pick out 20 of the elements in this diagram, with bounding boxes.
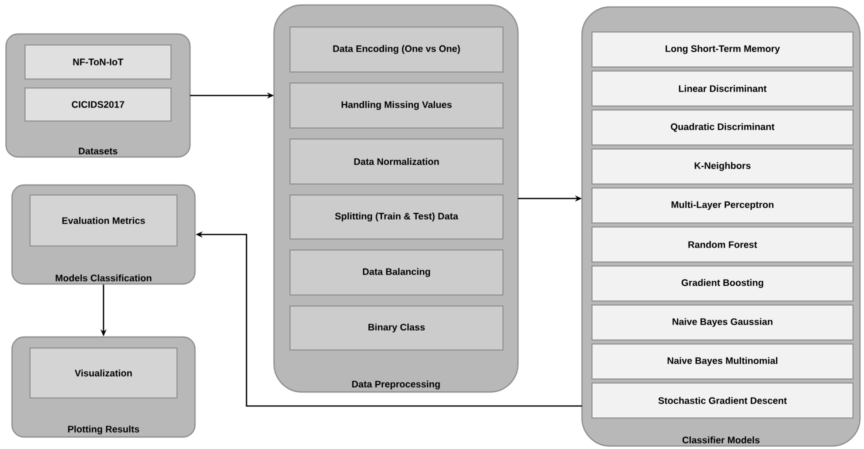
process-box: Linear Discriminant [592,70,854,106]
process-box: Long Short-Term Memory [592,32,854,68]
process-box: Data Normalization [290,138,504,184]
process-box: Gradient Boosting [592,265,854,302]
process-box: Visualization [30,347,178,398]
process-box: Multi-Layer Perceptron [592,187,854,224]
process-box: Naive Bayes Multinomial [592,343,854,380]
process-box: Quadratic Discriminant [592,109,854,146]
process-box: Data Encoding (One vs One) [290,26,504,72]
process-box: Naive Bayes Gaussian [592,304,854,340]
process-box: NF-ToN-IoT [24,44,172,80]
process-box: Stochastic Gradient Descent [592,382,854,418]
process-box: Splitting (Train & Test) Data [290,194,504,240]
process-box: Evaluation Metrics [30,194,178,246]
process-box: Binary Class [290,305,504,350]
process-box: K-Neighbors [592,148,854,184]
process-box: CICIDS2017 [24,87,172,122]
process-box: Random Forest [592,226,854,262]
process-box: Handling Missing Values [290,82,504,128]
process-box: Data Balancing [290,249,504,296]
